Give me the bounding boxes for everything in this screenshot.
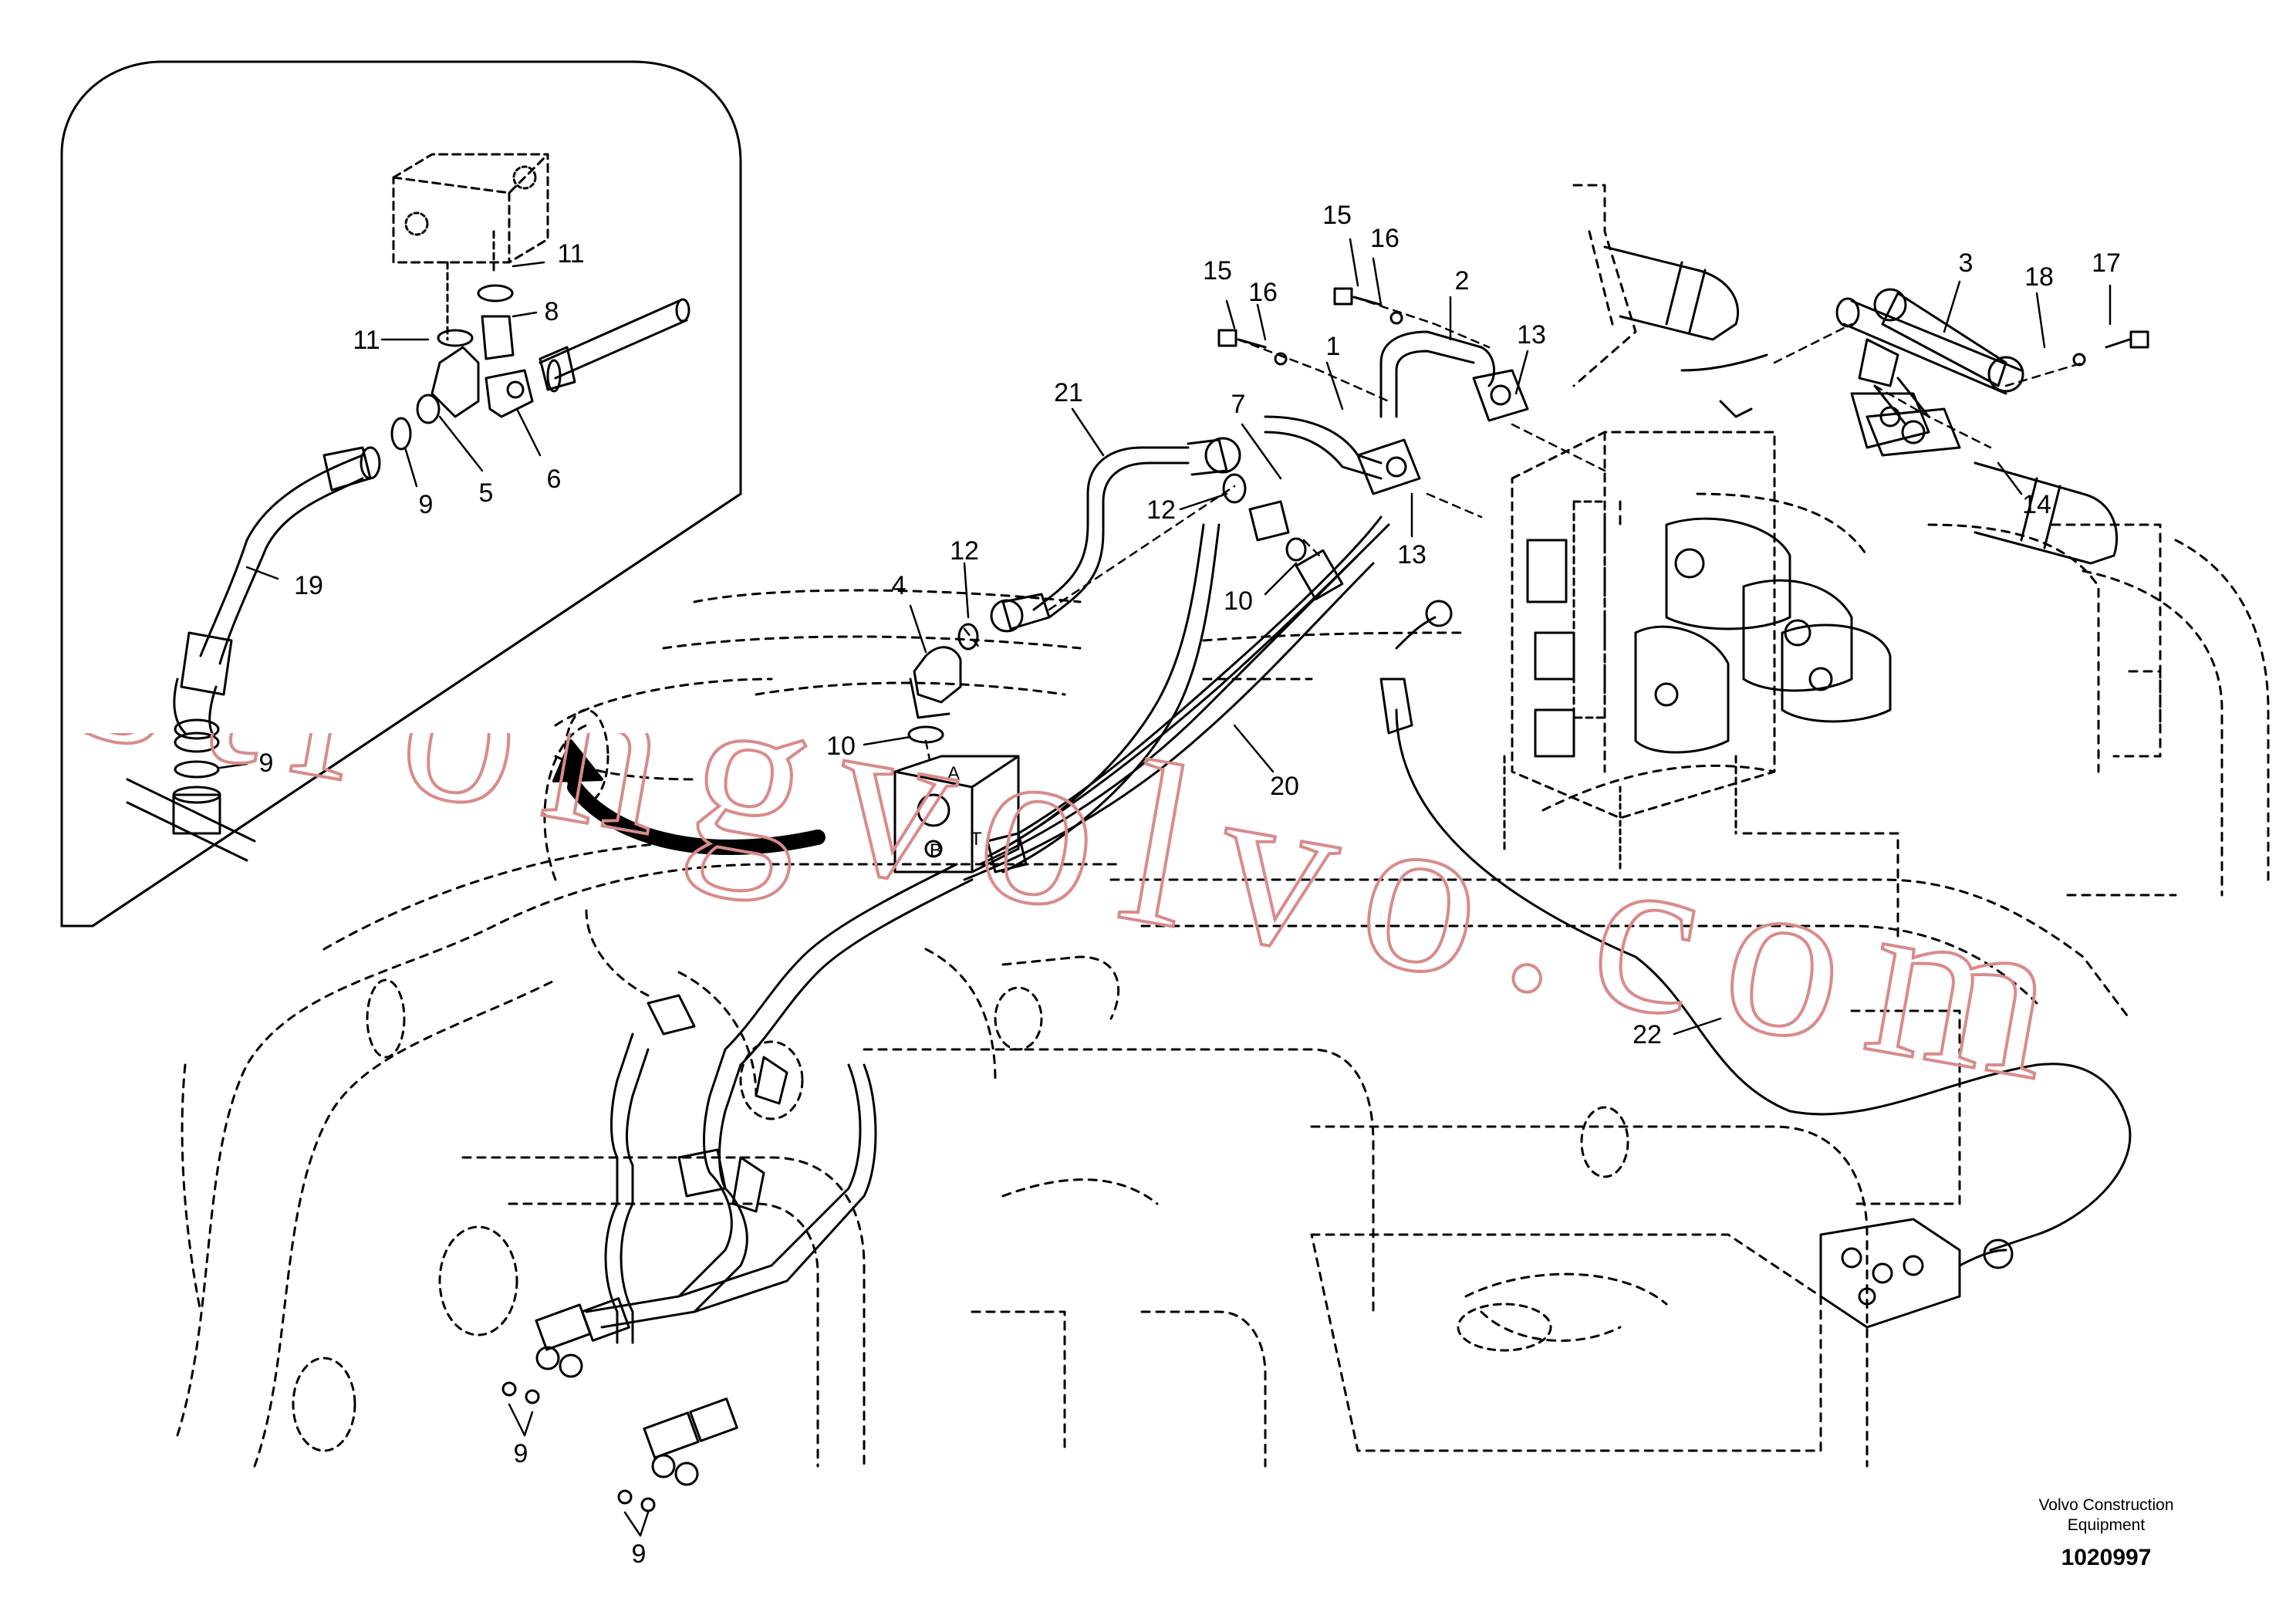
callout-6: 6 (547, 465, 562, 494)
callout-3: 3 (1959, 248, 1974, 278)
credit-line-1: Volvo Construction (2038, 1496, 2174, 1514)
hose-lower-left (585, 863, 974, 1344)
callout-5: 5 (479, 478, 494, 508)
callout-16b: 16 (1370, 224, 1400, 253)
callout-8: 8 (545, 297, 559, 326)
upper-right-components (1603, 245, 2119, 565)
callout-7: 7 (1231, 390, 1246, 419)
callout-11a: 11 (557, 239, 584, 269)
callout-21: 21 (1054, 378, 1083, 407)
control-valve-block (1503, 431, 1892, 874)
hose-22 (1379, 600, 2132, 1252)
bolts-washers (1217, 287, 2149, 367)
callout-labels: 11 11 8 9 5 6 19 9 15 16 15 16 2 1 13 7 … (259, 201, 2121, 1569)
figure-number: 1020997 (2061, 1545, 2152, 1570)
frame-holes (292, 708, 1629, 1452)
callout-9d: 9 (632, 1539, 647, 1569)
callout-17: 17 (2092, 248, 2121, 278)
lower-fittings (501, 1056, 788, 1512)
fittings-7-10-12 (957, 473, 1307, 650)
detail-arrow (552, 739, 826, 856)
callout-19: 19 (294, 571, 323, 600)
callout-13a: 13 (1517, 320, 1546, 350)
callout-22: 22 (1633, 1020, 1662, 1049)
callout-11b: 11 (353, 326, 380, 355)
port-label-t: T (971, 829, 982, 850)
pilot-valve-block (1819, 1218, 2014, 1329)
machine-frame-outline (176, 184, 2270, 1468)
callout-13b: 13 (1397, 540, 1427, 569)
hose-21 (990, 437, 1241, 633)
callout-20: 20 (1270, 772, 1299, 801)
credit-block: Volvo Construction Equipment 1020997 (2006, 1495, 2207, 1571)
callout-14: 14 (2022, 490, 2051, 519)
callout-10b: 10 (1224, 586, 1253, 616)
callout-1: 1 (1326, 332, 1341, 361)
callout-4: 4 (892, 571, 907, 600)
credit-line-2: Equipment (2067, 1516, 2146, 1534)
hose-pair-center (986, 523, 1221, 874)
tee-pipe-3 (1835, 297, 2023, 457)
port-label-b: B (930, 840, 942, 861)
hose-20 (963, 515, 1390, 881)
callout-10a: 10 (826, 732, 856, 761)
callout-16a: 16 (1248, 278, 1278, 307)
shuttle-valve: A B T (893, 755, 1028, 874)
callout-18: 18 (2024, 262, 2054, 292)
assembly-lines (924, 296, 2085, 762)
callout-9c: 9 (514, 1439, 528, 1468)
callout-2: 2 (1455, 266, 1470, 296)
callout-9b: 9 (259, 748, 274, 778)
callout-15a: 15 (1203, 256, 1232, 286)
leader-lines (218, 238, 2112, 1537)
callout-9a: 9 (419, 490, 434, 519)
callout-12a: 12 (1146, 495, 1176, 525)
port-label-a: A (947, 763, 960, 784)
flange-2 (1379, 330, 1529, 422)
callout-15b: 15 (1322, 201, 1352, 230)
callout-12b: 12 (950, 536, 979, 566)
elbow-4 (907, 646, 962, 744)
detail-inset (60, 60, 742, 928)
pipe-1 (1264, 415, 1421, 495)
